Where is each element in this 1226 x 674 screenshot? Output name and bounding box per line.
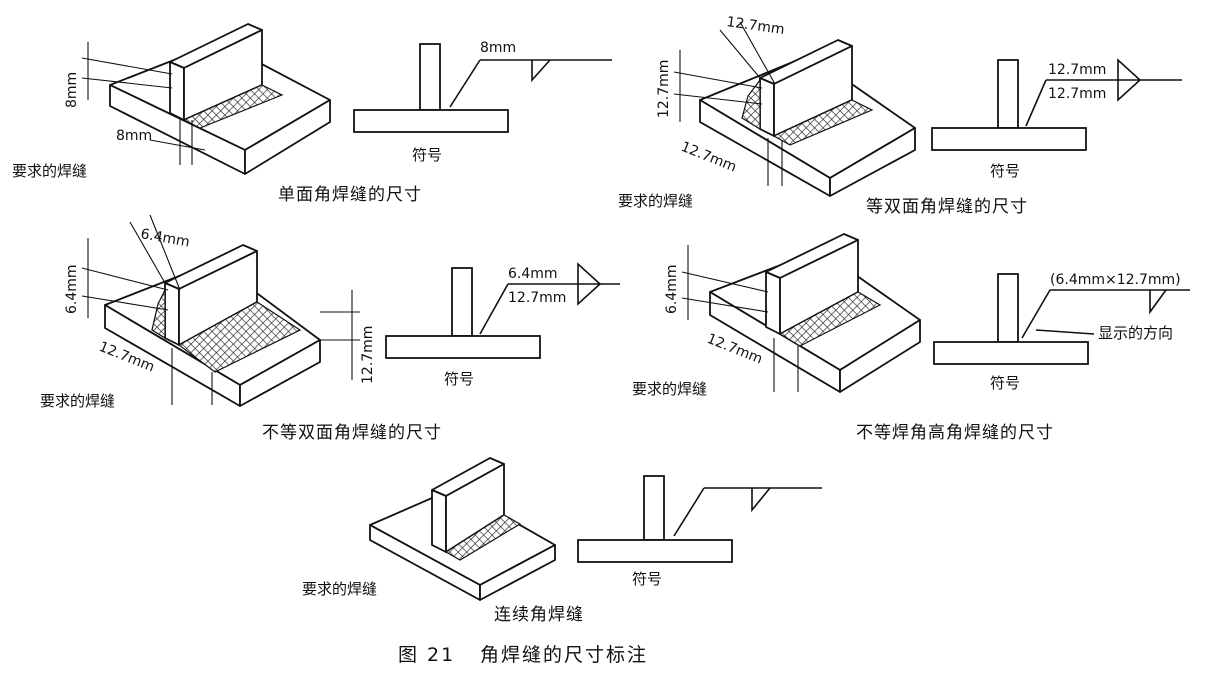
dim-bottom: 12.7mm bbox=[679, 139, 739, 176]
figure-caption: 图 21 角焊缝的尺寸标注 bbox=[398, 644, 648, 666]
figure-title: 角焊缝的尺寸标注 bbox=[480, 644, 648, 666]
weld-symbol-double-equal: 12.7mm 12.7mm bbox=[931, 58, 1182, 151]
required-weld-label: 要求的焊缝 bbox=[40, 392, 115, 410]
dim-horizontal: 8mm bbox=[116, 128, 152, 144]
panel-single-fillet: 8mm 8mm 要求的焊缝 8mm 符号 单面角焊缝的尺寸 bbox=[12, 23, 612, 205]
panel-caption: 不等双面角焊缝的尺寸 bbox=[262, 423, 442, 443]
dim-left: 12.7mm bbox=[656, 60, 672, 118]
symbol-dim-lower: 12.7mm bbox=[508, 290, 566, 306]
dim-top: 6.4mm bbox=[139, 226, 191, 250]
panel-double-unequal: 6.4mm 6.4mm 12.7mm 12.7mm 要求的焊缝 6.4mm 12… bbox=[40, 214, 620, 443]
symbol-dim-lower: 12.7mm bbox=[1048, 86, 1106, 102]
weld-symbol-continuous bbox=[577, 475, 822, 563]
weld-symbol-single: 8mm bbox=[353, 40, 612, 133]
weld-symbol-unequal-leg: (6.4mm×12.7mm) 显示的方向 bbox=[933, 272, 1190, 365]
symbol-label: 符号 bbox=[412, 146, 442, 164]
symbol-dim-upper: 12.7mm bbox=[1048, 62, 1106, 78]
symbol-dim-upper: 6.4mm bbox=[508, 266, 558, 282]
symbol-label: 符号 bbox=[990, 162, 1020, 180]
required-weld-label: 要求的焊缝 bbox=[12, 162, 87, 180]
weld-isometric-double-unequal: 6.4mm 6.4mm 12.7mm 12.7mm bbox=[64, 214, 376, 407]
direction-label: 显示的方向 bbox=[1098, 324, 1173, 342]
symbol-label: 符号 bbox=[990, 374, 1020, 392]
weld-isometric-continuous bbox=[369, 457, 556, 601]
weld-isometric-single: 8mm 8mm bbox=[64, 23, 331, 175]
panel-caption: 不等焊角高角焊缝的尺寸 bbox=[856, 423, 1054, 443]
weld-isometric-double-equal: 12.7mm 12.7mm 12.7mm bbox=[656, 14, 916, 197]
panel-continuous: 要求的焊缝 符号 连续角焊缝 bbox=[302, 457, 822, 625]
dim-left: 6.4mm bbox=[64, 264, 80, 314]
symbol-label: 符号 bbox=[444, 370, 474, 388]
dim-left: 6.4mm bbox=[664, 264, 680, 314]
panel-double-equal: 12.7mm 12.7mm 12.7mm 要求的焊缝 12.7mm 12.7mm… bbox=[618, 14, 1182, 217]
panel-caption: 连续角焊缝 bbox=[494, 605, 584, 625]
panel-caption: 等双面角焊缝的尺寸 bbox=[866, 197, 1028, 217]
symbol-dim: 8mm bbox=[480, 40, 516, 56]
figure-number: 图 21 bbox=[398, 644, 455, 666]
symbol-dim: (6.4mm×12.7mm) bbox=[1050, 272, 1181, 288]
dim-top: 12.7mm bbox=[725, 14, 785, 38]
weld-symbol-double-unequal: 6.4mm 12.7mm bbox=[385, 262, 620, 359]
required-weld-label: 要求的焊缝 bbox=[302, 580, 377, 598]
required-weld-label: 要求的焊缝 bbox=[632, 380, 707, 398]
panel-caption: 单面角焊缝的尺寸 bbox=[278, 185, 422, 205]
symbol-label: 符号 bbox=[632, 570, 662, 588]
dim-vertical: 8mm bbox=[64, 72, 80, 108]
weld-isometric-unequal-leg: 6.4mm 12.7mm bbox=[664, 233, 921, 393]
dim-right: 12.7mm bbox=[360, 326, 376, 384]
required-weld-label: 要求的焊缝 bbox=[618, 192, 693, 210]
panel-unequal-leg: 6.4mm 12.7mm 要求的焊缝 (6.4mm×12.7mm) 显示的方向 … bbox=[632, 233, 1190, 443]
